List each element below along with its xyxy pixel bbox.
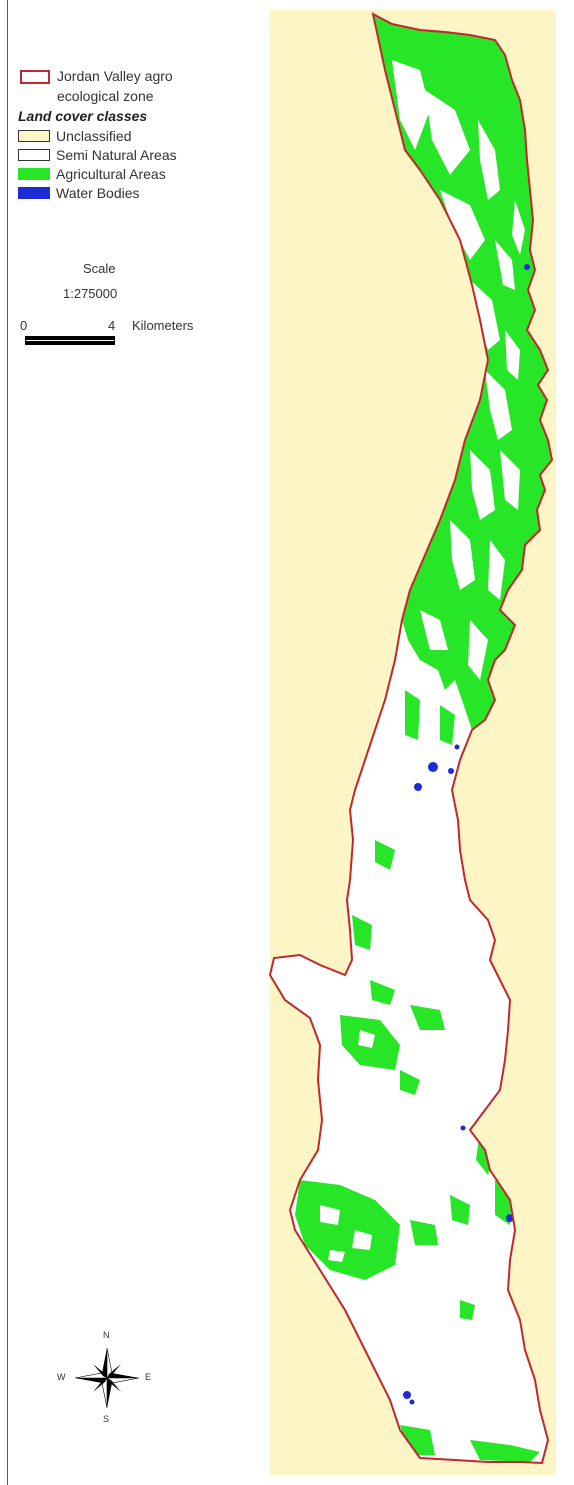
legend-label: Water Bodies xyxy=(56,185,140,201)
compass-east-label: E xyxy=(145,1372,152,1382)
scale-ratio: 1:275000 xyxy=(63,286,118,301)
north-arrow-icon xyxy=(74,1347,140,1409)
scale-end-label: 4 xyxy=(108,318,116,333)
scale-bar xyxy=(25,336,115,345)
zone-boundary-swatch xyxy=(20,70,50,84)
legend-item-unclassified: Unclassified xyxy=(18,128,131,144)
zone-label-line1: Jordan Valley agro xyxy=(57,68,173,84)
land-cover-heading: Land cover classes xyxy=(18,108,148,124)
legend-label: Agricultural Areas xyxy=(56,166,166,182)
scale-title: Scale xyxy=(83,261,116,276)
agro-zone-boundary xyxy=(268,12,554,1465)
unclassified-swatch xyxy=(18,130,50,142)
compass-west-label: W xyxy=(57,1372,66,1382)
zone-label-line2: ecological zone xyxy=(57,88,154,104)
scale-unit-label: Kilometers xyxy=(132,318,194,333)
compass-north-label: N xyxy=(103,1330,110,1340)
agriculture-northern-belt xyxy=(373,14,552,730)
agriculture-patches xyxy=(295,690,540,1462)
agricultural-swatch xyxy=(18,168,50,180)
semi-natural-swatch xyxy=(18,149,50,161)
semi-natural-gaps xyxy=(320,1030,375,1262)
legend-label: Semi Natural Areas xyxy=(56,147,177,163)
agro-zone-fill xyxy=(270,14,552,1463)
legend-item-semi-natural: Semi Natural Areas xyxy=(18,147,177,163)
legend-item-water: Water Bodies xyxy=(18,185,140,201)
water-swatch xyxy=(18,187,50,199)
frame-left-border xyxy=(7,0,8,1485)
scale-start-label: 0 xyxy=(20,318,28,333)
legend-label: Unclassified xyxy=(56,128,132,144)
legend-item-agricultural: Agricultural Areas xyxy=(18,166,166,182)
compass-south-label: S xyxy=(103,1414,110,1424)
semi-natural-streaks xyxy=(392,60,525,680)
